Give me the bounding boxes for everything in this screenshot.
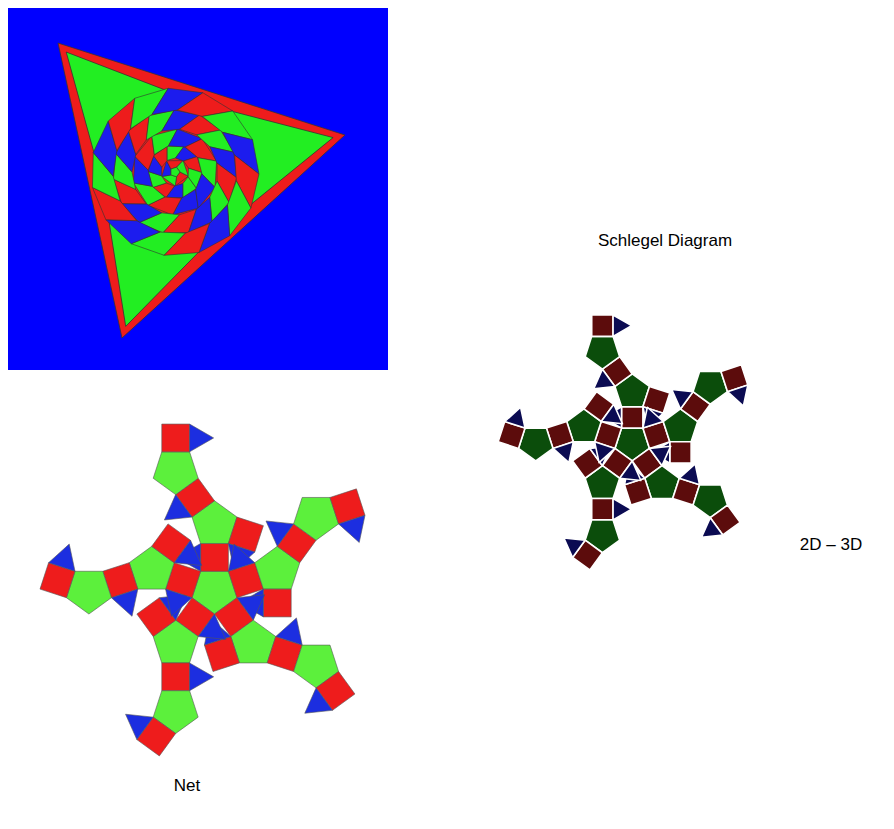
schlegel-diagram xyxy=(8,8,388,370)
caption-label: 2D – 3D xyxy=(800,535,862,555)
net-face xyxy=(162,424,190,452)
net-face xyxy=(670,442,691,463)
net-face xyxy=(198,614,226,639)
net-face xyxy=(564,538,585,558)
net-face xyxy=(592,499,613,520)
schlegel-cell xyxy=(106,220,160,244)
net-face xyxy=(553,442,573,463)
net-face xyxy=(622,407,643,428)
net-face xyxy=(162,663,190,691)
net-face xyxy=(613,315,631,336)
schlegel-cell xyxy=(164,224,209,256)
net-face xyxy=(649,446,670,466)
caption-label: Schlegel Diagram xyxy=(598,231,732,251)
schlegel-cell xyxy=(227,181,250,236)
net-face xyxy=(620,461,641,481)
net-face xyxy=(601,404,622,424)
net-face xyxy=(166,589,192,616)
net-face xyxy=(228,544,254,571)
dark-net xyxy=(498,315,748,570)
net-face xyxy=(190,424,214,452)
net-face xyxy=(276,618,302,645)
net-face xyxy=(174,540,202,565)
net-face xyxy=(728,385,748,406)
net-face xyxy=(126,714,154,739)
net-face xyxy=(592,315,613,336)
net-face xyxy=(679,464,699,485)
net-face xyxy=(237,595,265,620)
net-face xyxy=(613,499,631,520)
net-face xyxy=(153,452,198,495)
net-face xyxy=(190,663,214,691)
net-face xyxy=(164,495,192,520)
net-face xyxy=(594,369,615,389)
net-face xyxy=(263,589,291,617)
colored-net xyxy=(40,424,365,756)
net-face xyxy=(702,518,723,538)
net-face xyxy=(672,389,693,409)
net-face xyxy=(643,407,663,428)
caption-label: Net xyxy=(174,776,200,796)
net-face xyxy=(111,589,137,616)
net-face xyxy=(595,442,615,463)
net-face xyxy=(266,521,294,546)
schlegel-cell xyxy=(108,98,135,150)
net-face xyxy=(49,544,75,571)
schlegel-center-face xyxy=(171,167,180,177)
net-face xyxy=(339,515,365,542)
net-face xyxy=(201,543,229,571)
schlegel-outer-face xyxy=(58,43,345,338)
net-face xyxy=(585,336,620,369)
schlegel-ground xyxy=(8,8,388,370)
net-face xyxy=(505,407,525,428)
net-face xyxy=(305,688,333,713)
